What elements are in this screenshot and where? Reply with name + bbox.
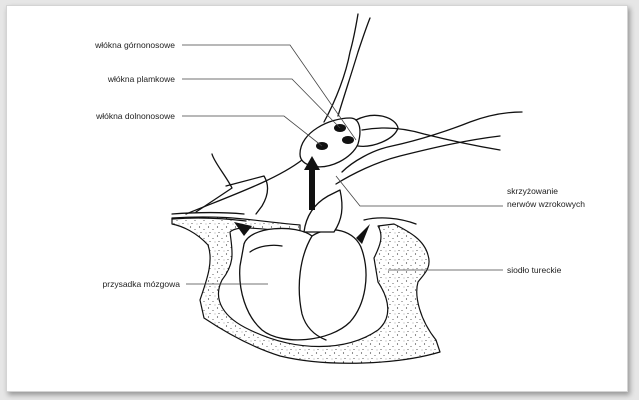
label-upper-nasal-fibers: włókna górnonosowe bbox=[94, 40, 175, 50]
label-chiasm-line1: skrzyżowanie bbox=[507, 186, 558, 196]
label-macular-fibers: włókna plamkowe bbox=[107, 74, 175, 84]
label-chiasm-line2: nerwów wzrokowych bbox=[507, 199, 585, 209]
label-pituitary: przysadka mózgowa bbox=[103, 279, 181, 289]
label-sella-turcica: siodło tureckie bbox=[507, 265, 562, 275]
optic-chiasm bbox=[186, 14, 522, 214]
label-lower-nasal-fibers: włókna dolnonosowe bbox=[95, 111, 175, 121]
